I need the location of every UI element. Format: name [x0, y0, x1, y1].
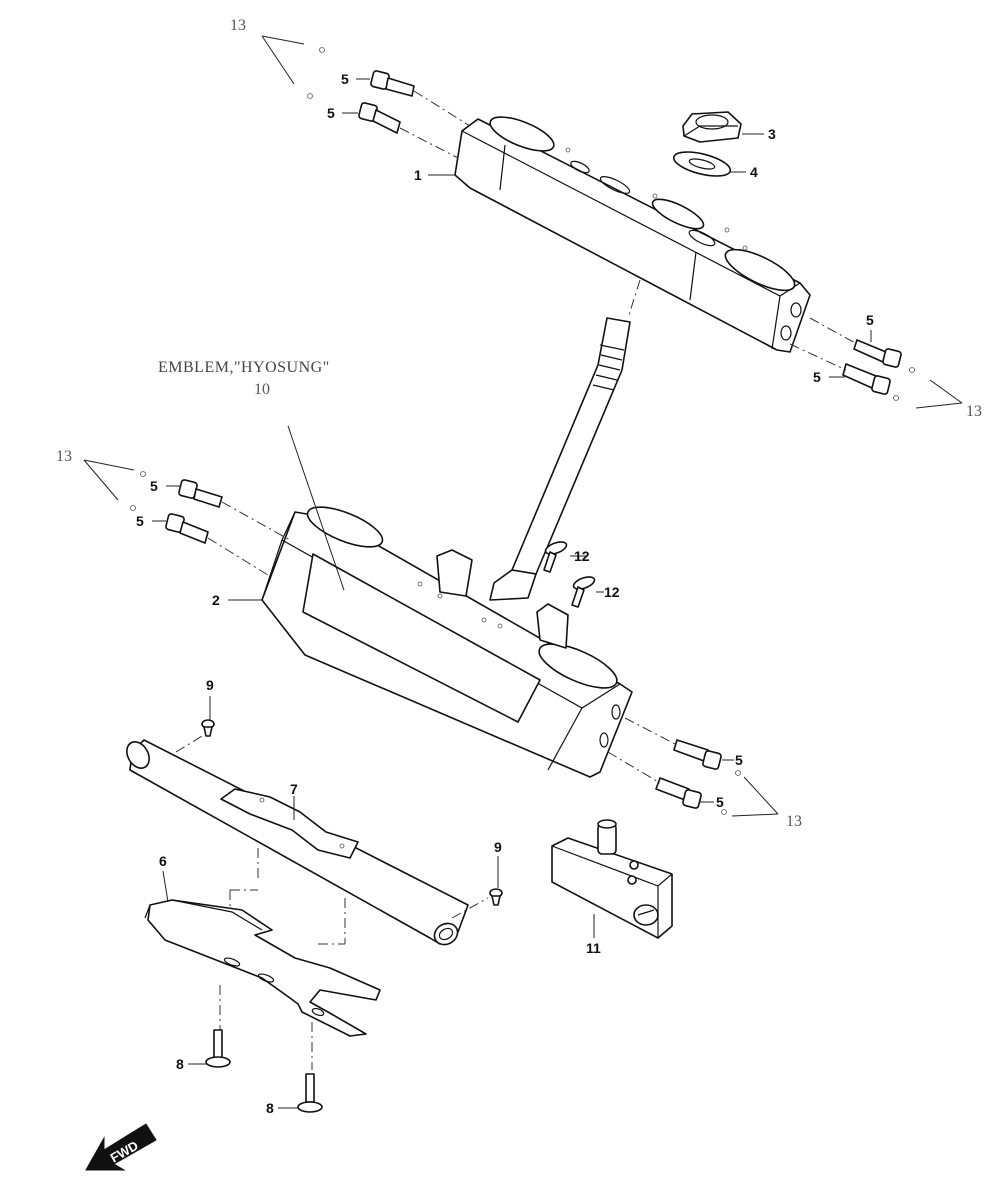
- block-part-11: [551, 819, 673, 939]
- callout-6: 6: [159, 853, 167, 869]
- screw-part-12-lower: [571, 576, 596, 608]
- handle-bar-tube: [126, 739, 469, 946]
- callout-5-left-a: 5: [150, 478, 158, 494]
- screw-part-12-upper: [543, 541, 568, 573]
- steering-stem-shaft: [489, 279, 641, 601]
- callout-8-left: 8: [176, 1056, 184, 1072]
- screw-part-8-right: [297, 1073, 323, 1113]
- callout-11: 11: [586, 940, 601, 956]
- callout-5-top-b: 5: [327, 105, 335, 121]
- callout-9-upper: 9: [206, 677, 214, 693]
- stem-nut-part-3: [682, 111, 742, 143]
- bolt-part-5-upper-left-a: [370, 70, 415, 97]
- callout-5-left-b: 5: [136, 513, 144, 529]
- callout-2: 2: [212, 592, 220, 608]
- callout-7: 7: [290, 781, 298, 797]
- callout-5-lower-right-b: 5: [716, 794, 724, 810]
- bolt-part-5-lower-right-a: [673, 739, 722, 770]
- emblem-label: EMBLEM,"HYOSUNG": [158, 359, 330, 376]
- callout-13-top-left: 13: [230, 17, 246, 34]
- callout-5-lower-right-a: 5: [735, 752, 743, 768]
- callout-10: 10: [254, 381, 270, 398]
- screw-part-9-lower: [489, 888, 503, 906]
- callout-1: 1: [414, 167, 422, 183]
- bolt-part-5-lower-right-b: [655, 777, 702, 809]
- callout-9-lower: 9: [494, 839, 502, 855]
- callout-12-a: 12: [574, 548, 590, 564]
- bolt-part-5-lower-left-b: [165, 513, 209, 544]
- screw-part-8-left: [205, 1029, 231, 1068]
- callout-5-right-a: 5: [866, 312, 874, 328]
- bolt-part-5-upper-right-b: [842, 363, 891, 395]
- callout-12-b: 12: [604, 584, 620, 600]
- bolt-centerlines: [207, 90, 858, 784]
- leader-lines: [83, 35, 963, 1109]
- washer-part-4: [672, 151, 732, 177]
- bolt-part-5-upper-right-a: [853, 339, 902, 368]
- screw-part-9-upper: [201, 719, 215, 737]
- callout-13-lower-right: 13: [786, 813, 802, 830]
- callout-13-left: 13: [56, 448, 72, 465]
- lower-bracket-part-2: [261, 506, 633, 778]
- fwd-direction-arrow: FWD: [85, 1123, 157, 1171]
- callout-3: 3: [768, 126, 776, 142]
- channel-bracket-part-6: [144, 899, 381, 1037]
- mount-plate-part-7: [220, 788, 359, 859]
- callout-8-right: 8: [266, 1100, 274, 1116]
- washer-part-13-group: [130, 47, 915, 815]
- bolt-part-5-lower-left-a: [178, 479, 223, 508]
- callout-labels: 13 5 5 1 3 4 5 5 13 EMBLEM,"HYOSUNG" 10 …: [56, 17, 982, 1116]
- bolt-part-5-upper-left-b: [358, 102, 401, 134]
- upper-bracket-part-1: [454, 116, 811, 353]
- callout-13-right: 13: [966, 403, 982, 420]
- callout-5-right-b: 5: [813, 369, 821, 385]
- callout-5-top-a: 5: [341, 71, 349, 87]
- callout-4: 4: [750, 164, 758, 180]
